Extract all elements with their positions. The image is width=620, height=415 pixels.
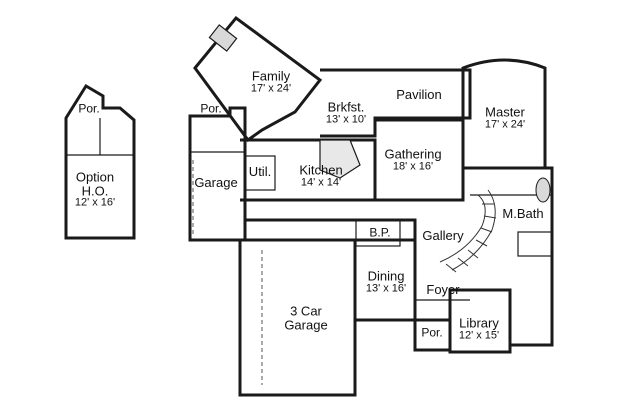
room-por-top: Por. <box>78 103 99 116</box>
gathering-outline <box>375 118 465 202</box>
room-master-name: Master <box>485 104 525 120</box>
room-brkfst-dims: 13' x 10' <box>325 113 367 126</box>
room-util: Util. <box>249 165 271 179</box>
room-family-name: Family <box>251 68 291 84</box>
room-util-name: Util. <box>248 164 272 180</box>
room-gallery-name: Gallery <box>422 228 464 244</box>
room-option-ho-name2: H.O. <box>81 183 109 199</box>
room-por-top-name: Por. <box>78 101 100 116</box>
room-mbath-name: M.Bath <box>502 206 544 222</box>
room-family: Family 17' x 24' <box>251 69 291 94</box>
car3-outline <box>238 238 357 397</box>
room-gathering-name: Gathering <box>384 146 442 162</box>
stair <box>439 189 497 273</box>
master-outline <box>461 58 547 170</box>
room-por-front-name: Por. <box>421 325 443 340</box>
room-dining: Dining 13' x 16' <box>366 269 406 294</box>
room-garage: Garage <box>194 176 237 190</box>
room-por-left: Por. <box>200 103 221 116</box>
room-bp: B.P. <box>369 227 390 240</box>
room-family-dims: 17' x 24' <box>250 82 292 95</box>
room-dining-name: Dining <box>367 268 405 284</box>
exterior-walls <box>64 15 554 397</box>
kitchen-core <box>240 138 377 202</box>
room-por-left-name: Por. <box>200 101 222 116</box>
room-gallery: Gallery <box>422 229 463 243</box>
room-master-dims: 17' x 24' <box>484 118 526 131</box>
room-option-ho: Option H.O. 12' x 16' <box>74 169 116 210</box>
room-mbath: M.Bath <box>502 207 543 221</box>
room-garage-name: Garage <box>194 175 238 191</box>
room-library-name: Library <box>459 315 499 331</box>
room-option-ho-name: Option <box>75 169 115 185</box>
room-3-car-garage-name: 3 Car <box>290 303 322 319</box>
garage-wing-outline <box>188 106 247 242</box>
option-ho-outline <box>64 83 136 240</box>
room-gathering-dims: 18' x 16' <box>392 160 434 173</box>
room-brkfst-name: Brkfst. <box>327 99 365 115</box>
room-3-car-garage-name2: Garage <box>284 317 328 332</box>
room-pavilion: Pavilion <box>396 88 442 102</box>
room-kitchen-dims: 14' x 14' <box>300 176 342 189</box>
room-gathering: Gathering 18' x 16' <box>384 147 441 172</box>
room-library-dims: 12' x 15' <box>458 329 500 342</box>
dining-outline <box>355 238 417 322</box>
room-option-ho-dims: 12' x 16' <box>74 196 116 209</box>
interior-walls <box>66 118 553 301</box>
room-bp-name: B.P. <box>369 225 391 240</box>
room-master: Master 17' x 24' <box>485 105 525 130</box>
fireplace-icon <box>208 24 238 52</box>
room-dining-dims: 13' x 16' <box>365 282 407 295</box>
library-outline <box>448 288 512 354</box>
room-por-front: Por. <box>421 327 442 340</box>
room-foyer-name: Foyer <box>426 282 460 298</box>
room-brkfst: Brkfst. 13' x 10' <box>326 100 366 125</box>
room-3-car-garage: 3 Car Garage <box>284 304 327 331</box>
room-kitchen: Kitchen 14' x 14' <box>299 163 342 188</box>
bathtub-icon <box>535 177 551 203</box>
room-library: Library 12' x 15' <box>459 316 499 341</box>
room-pavilion-name: Pavilion <box>396 87 442 103</box>
room-foyer: Foyer <box>426 283 459 297</box>
pavilion-outline <box>320 68 472 138</box>
garage-door-lines <box>192 160 263 385</box>
room-kitchen-name: Kitchen <box>299 162 343 178</box>
